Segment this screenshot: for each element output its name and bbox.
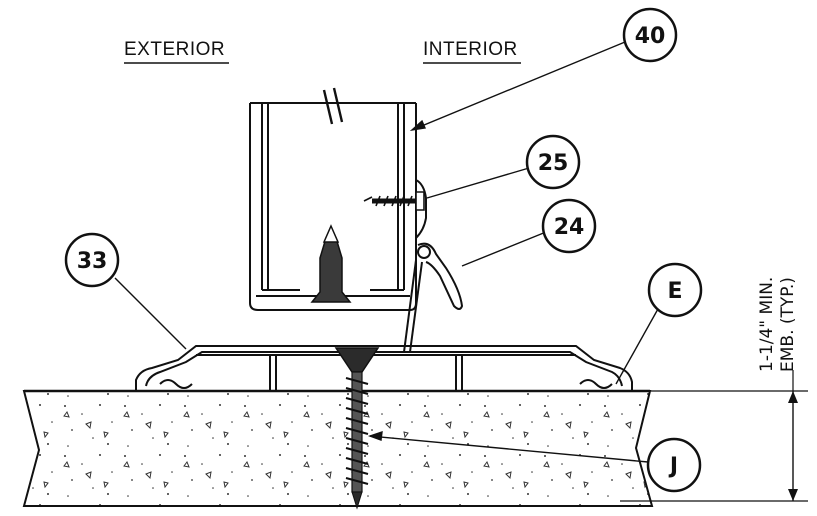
svg-text:E: E — [667, 279, 682, 304]
slab-anchor-screw — [334, 347, 380, 510]
dimension-line2: EMB. (TYP.) — [778, 277, 798, 372]
callout-33: 33 — [64, 232, 120, 288]
frame-anchor-screw — [310, 224, 352, 303]
svg-text:40: 40 — [635, 24, 666, 49]
svg-text:INTERIOR: INTERIOR — [423, 39, 518, 60]
glazing-stop — [403, 179, 464, 353]
svg-text:33: 33 — [77, 249, 108, 274]
exterior-header: EXTERIOR — [124, 39, 229, 64]
leader-lines — [114, 41, 664, 463]
sill-extrusion — [135, 345, 633, 390]
svg-text:24: 24 — [554, 215, 585, 240]
glazing-screw — [363, 191, 425, 211]
svg-text:J: J — [668, 454, 678, 479]
callout-E: E — [647, 262, 703, 318]
callout-40: 40 — [622, 7, 678, 63]
svg-text:25: 25 — [538, 151, 569, 176]
callout-24: 24 — [541, 198, 597, 254]
callout-J: J — [646, 437, 702, 493]
svg-text:EXTERIOR: EXTERIOR — [124, 39, 225, 60]
dimension-line1: 1-1/4" MIN. — [757, 277, 777, 372]
embedment-dimension — [595, 370, 808, 502]
callout-25: 25 — [525, 134, 581, 190]
interior-header: INTERIOR — [423, 39, 521, 64]
concrete-slab — [22, 389, 654, 507]
